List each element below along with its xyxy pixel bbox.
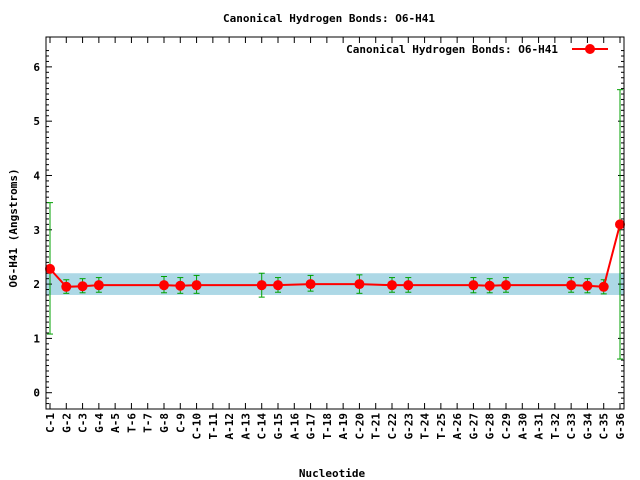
x-tick-label: C-10 [191,413,204,440]
x-tick-label: G-2 [60,413,73,433]
x-tick-label: A-16 [288,413,301,440]
x-tick-label: G-36 [614,413,627,440]
data-point [45,263,55,274]
legend: Canonical Hydrogen Bonds: O6-H41 [346,43,608,56]
x-axis-label: Nucleotide [299,467,366,480]
data-point [77,281,88,292]
data-point [501,280,511,291]
x-tick-label: G-23 [402,413,415,440]
data-point [598,281,609,292]
x-tick-label: A-5 [109,413,122,433]
data-point [582,280,593,291]
x-tick-label: A-30 [516,413,529,440]
x-tick-label: T-32 [549,413,562,440]
x-tick-label: C-1 [44,413,57,433]
data-point [191,280,202,291]
data-point [61,281,72,292]
y-tick-label: 5 [33,115,40,128]
legend-label: Canonical Hydrogen Bonds: O6-H41 [346,43,558,56]
data-point [93,280,104,291]
data-point [256,280,267,291]
x-tick-label: C-29 [500,413,513,440]
x-tick-label: G-8 [158,413,171,433]
x-tick-label: C-20 [353,413,366,440]
x-tick-label: C-35 [598,413,611,440]
data-point [566,280,577,291]
y-tick-label: 1 [33,332,40,345]
x-tick-label: T-18 [321,413,334,440]
x-tick-label: T-24 [419,413,432,440]
y-tick-label: 2 [33,278,40,291]
data-point [403,280,414,291]
x-tick-label: A-13 [239,413,252,440]
x-tick-label: C-22 [386,413,399,440]
error-bars [47,89,623,360]
data-point [615,219,625,230]
y-tick-label: 4 [33,169,40,182]
chart-title: Canonical Hydrogen Bonds: O6-H41 [223,12,435,25]
data-points [45,219,625,292]
series-line [49,224,621,288]
x-tick-label: A-26 [451,413,464,440]
x-tick-label: T-7 [142,413,155,433]
x-tick-label: T-6 [125,413,138,433]
x-tick-label: G-34 [581,413,594,440]
x-tick-label: G-4 [93,413,106,433]
data-point [484,280,495,291]
x-tick-label: T-11 [207,413,220,440]
data-point [354,279,365,290]
data-point [387,280,397,291]
x-tick-label: C-3 [77,413,90,433]
x-tick-label: C-33 [565,413,578,440]
x-tick-label: T-21 [370,413,383,440]
x-tick-label: T-25 [435,413,448,440]
legend-marker [585,44,595,54]
data-point [305,279,316,290]
data-point [175,280,186,291]
x-tick-label: A-12 [223,413,236,440]
y-tick-label: 3 [33,224,40,237]
x-tick-label: A-31 [533,413,546,440]
y-tick-label: 0 [33,387,40,400]
x-tick-label: G-17 [305,413,318,440]
x-tick-label: G-28 [484,413,497,440]
y-axis-label: O6-H41 (Angstroms) [7,168,20,287]
plot-border [45,36,625,410]
data-point [468,280,479,291]
x-tick-label: G-27 [467,413,480,440]
x-tick-label: C-14 [256,413,269,440]
x-tick-label: A-19 [337,413,350,440]
x-tick-label: G-15 [272,413,285,440]
x-tick-label: C-9 [174,413,187,433]
data-point [159,280,169,291]
y-tick-label: 6 [33,61,40,74]
data-point [273,280,283,291]
